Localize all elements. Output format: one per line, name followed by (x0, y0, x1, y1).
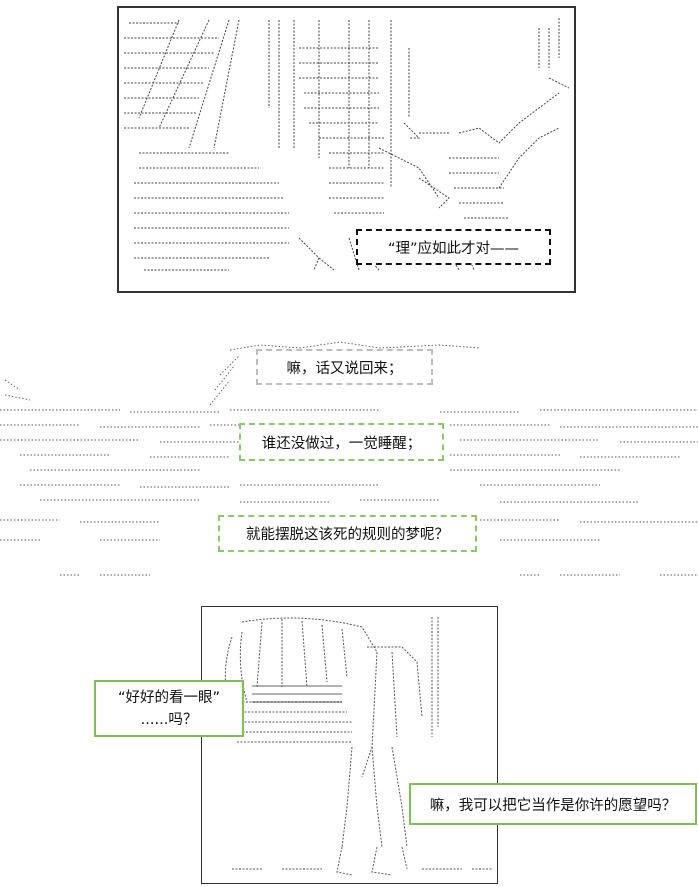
speech-text-bottom-right: 嘛，我可以把它当作是你许的愿望吗？ (429, 797, 677, 814)
speech-bubble-bottom-left: “好好的看一眼” ......吗？ (94, 680, 244, 737)
speech-bubble-middle-2: 谁还没做过，一觉睡醒； (239, 423, 444, 461)
bottom-panel (201, 606, 498, 884)
ascii-art-figure-bottom (224, 617, 492, 876)
ascii-art-background-middle (0, 341, 698, 576)
speech-bubble-middle-1: 嘛，话又说回来； (256, 349, 433, 385)
speech-text-bottom-left-1: “好好的看一眼” (117, 689, 221, 706)
speech-text-top: “理”应如此才对—— (387, 240, 520, 257)
speech-bubble-top: “理”应如此才对—— (356, 229, 551, 265)
speech-text-bottom-left-2: ......吗？ (140, 711, 198, 728)
speech-bubble-bottom-right: 嘛，我可以把它当作是你许的愿望吗？ (409, 783, 697, 825)
speech-text-middle-2: 谁还没做过，一觉睡醒； (261, 435, 422, 452)
speech-bubble-middle-3: 就能摆脱这该死的规则的梦呢？ (218, 515, 477, 552)
speech-text-middle-3: 就能摆脱这该死的规则的梦呢？ (246, 527, 449, 543)
speech-text-middle-1: 嘛，话又说回来； (286, 360, 403, 377)
